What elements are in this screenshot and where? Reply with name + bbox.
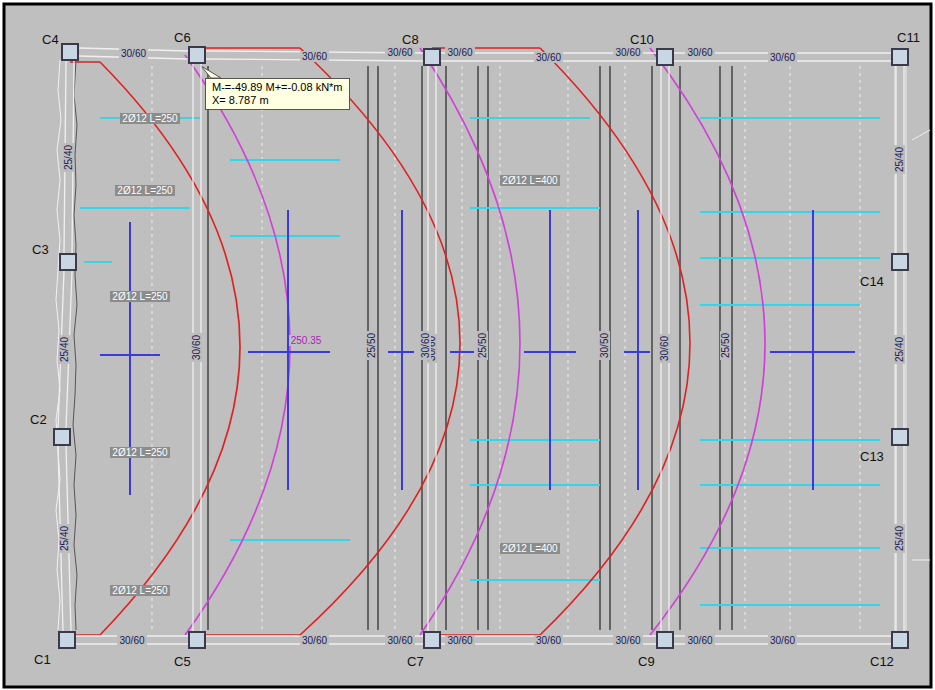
column-label: C5 — [174, 654, 191, 669]
beam-size-label: 30/60 — [445, 47, 474, 58]
column-label: C6 — [174, 30, 191, 45]
column-box: C12 — [891, 631, 909, 649]
beam-size-label: 30/60 — [192, 333, 203, 362]
beam-size-label: 30/60 — [445, 635, 474, 646]
column-box: C1 — [58, 631, 76, 649]
moment-curves — [70, 48, 765, 635]
beam-size-label: 30/60 — [685, 635, 714, 646]
column-label: C12 — [870, 654, 894, 669]
beam-size-label: 25/40 — [60, 335, 71, 364]
beam-line — [58, 271, 72, 428]
column-box: C6 — [188, 46, 206, 64]
rebar-label: 2Ø12 L=250 — [110, 447, 169, 458]
column-box: C8 — [423, 48, 441, 66]
column-label: C8 — [402, 32, 419, 47]
column-box: C10 — [656, 48, 674, 66]
column-box: C5 — [188, 631, 206, 649]
rebar-label: 2Ø12 L=250 — [110, 585, 169, 596]
beam-size-label: 30/60 — [300, 635, 329, 646]
beam-size-label: 30/60 — [385, 635, 414, 646]
beam-size-label: 30/60 — [534, 635, 563, 646]
beam-size-label: 30/60 — [768, 52, 797, 63]
column-label: C10 — [630, 32, 654, 47]
rebar-label: 2Ø12 L=400 — [500, 543, 559, 554]
beam-size-label: 25/40 — [895, 145, 906, 174]
beam-size-label: 30/60 — [613, 47, 642, 58]
column-label: C3 — [32, 242, 49, 257]
moment-tooltip: M-=-49.89 M+=-0.08 kN*mX= 8.787 m — [205, 78, 350, 110]
beam-size-label: 25/50 — [367, 330, 378, 359]
plan-frame — [4, 4, 931, 687]
rebar-label: 2Ø12 L=400 — [500, 175, 559, 186]
tooltip-text: X= 8.787 m — [212, 94, 343, 107]
rebar-label: 2Ø12 L=250 — [110, 291, 169, 302]
beam-size-label: 30/60 — [421, 330, 432, 359]
left-wall — [56, 60, 77, 630]
beam-size-label: 30/60 — [660, 334, 671, 363]
rebar-label: 2Ø12 L=250 — [120, 113, 179, 124]
beam-size-label: 30/60 — [385, 47, 414, 58]
column-box: C11 — [891, 48, 909, 66]
beam-line — [58, 446, 71, 631]
rebar-label: 2Ø12 L=250 — [115, 185, 174, 196]
beam-size-label: 30/60 — [119, 48, 148, 59]
column-box: C9 — [656, 631, 674, 649]
column-box: C2 — [53, 428, 71, 446]
column-label: C14 — [860, 274, 884, 289]
column-label: C11 — [897, 30, 920, 45]
column-label: C9 — [638, 654, 655, 669]
beam-size-label: 30/60 — [768, 635, 797, 646]
column-box: C14 — [891, 253, 909, 271]
beam-size-label: 25/40 — [59, 524, 70, 553]
beam-line — [64, 61, 74, 253]
column-box: C3 — [59, 253, 77, 271]
beam-size-label: 25/40 — [895, 335, 906, 364]
beam-size-label: 25/40 — [895, 524, 906, 553]
beam-size-label: 25/50 — [478, 330, 489, 359]
reinforcement-crosses — [100, 210, 855, 495]
beam-size-label: 25/40 — [64, 142, 75, 171]
beam-line — [79, 48, 188, 59]
beam-size-label: 30/60 — [613, 635, 642, 646]
column-box: C13 — [891, 428, 909, 446]
column-box: C7 — [423, 631, 441, 649]
beam-size-label: 30/60 — [685, 47, 714, 58]
column-label: C13 — [860, 449, 884, 464]
column-label: C7 — [407, 654, 424, 669]
beam-size-label: 30/50 — [600, 330, 611, 359]
rib-lines — [208, 66, 732, 630]
beam-size-label: 30/60 — [300, 51, 329, 62]
beam-size-label: 30/60 — [534, 52, 563, 63]
moment-value: 250.35 — [289, 335, 324, 346]
beam-size-label: 25/50 — [721, 330, 732, 359]
beam-size-label: 30/60 — [117, 635, 146, 646]
column-label: C1 — [34, 652, 51, 667]
column-label: C2 — [30, 412, 47, 427]
rebar-bars — [80, 118, 880, 605]
right-wall — [895, 66, 930, 630]
tooltip-text: M-=-49.89 M+=-0.08 kN*m — [212, 81, 343, 94]
tooltip-pointer — [201, 66, 221, 78]
column-label: C4 — [42, 32, 59, 47]
column-box: C4 — [61, 43, 79, 61]
dashed-grid-lines — [152, 66, 860, 630]
